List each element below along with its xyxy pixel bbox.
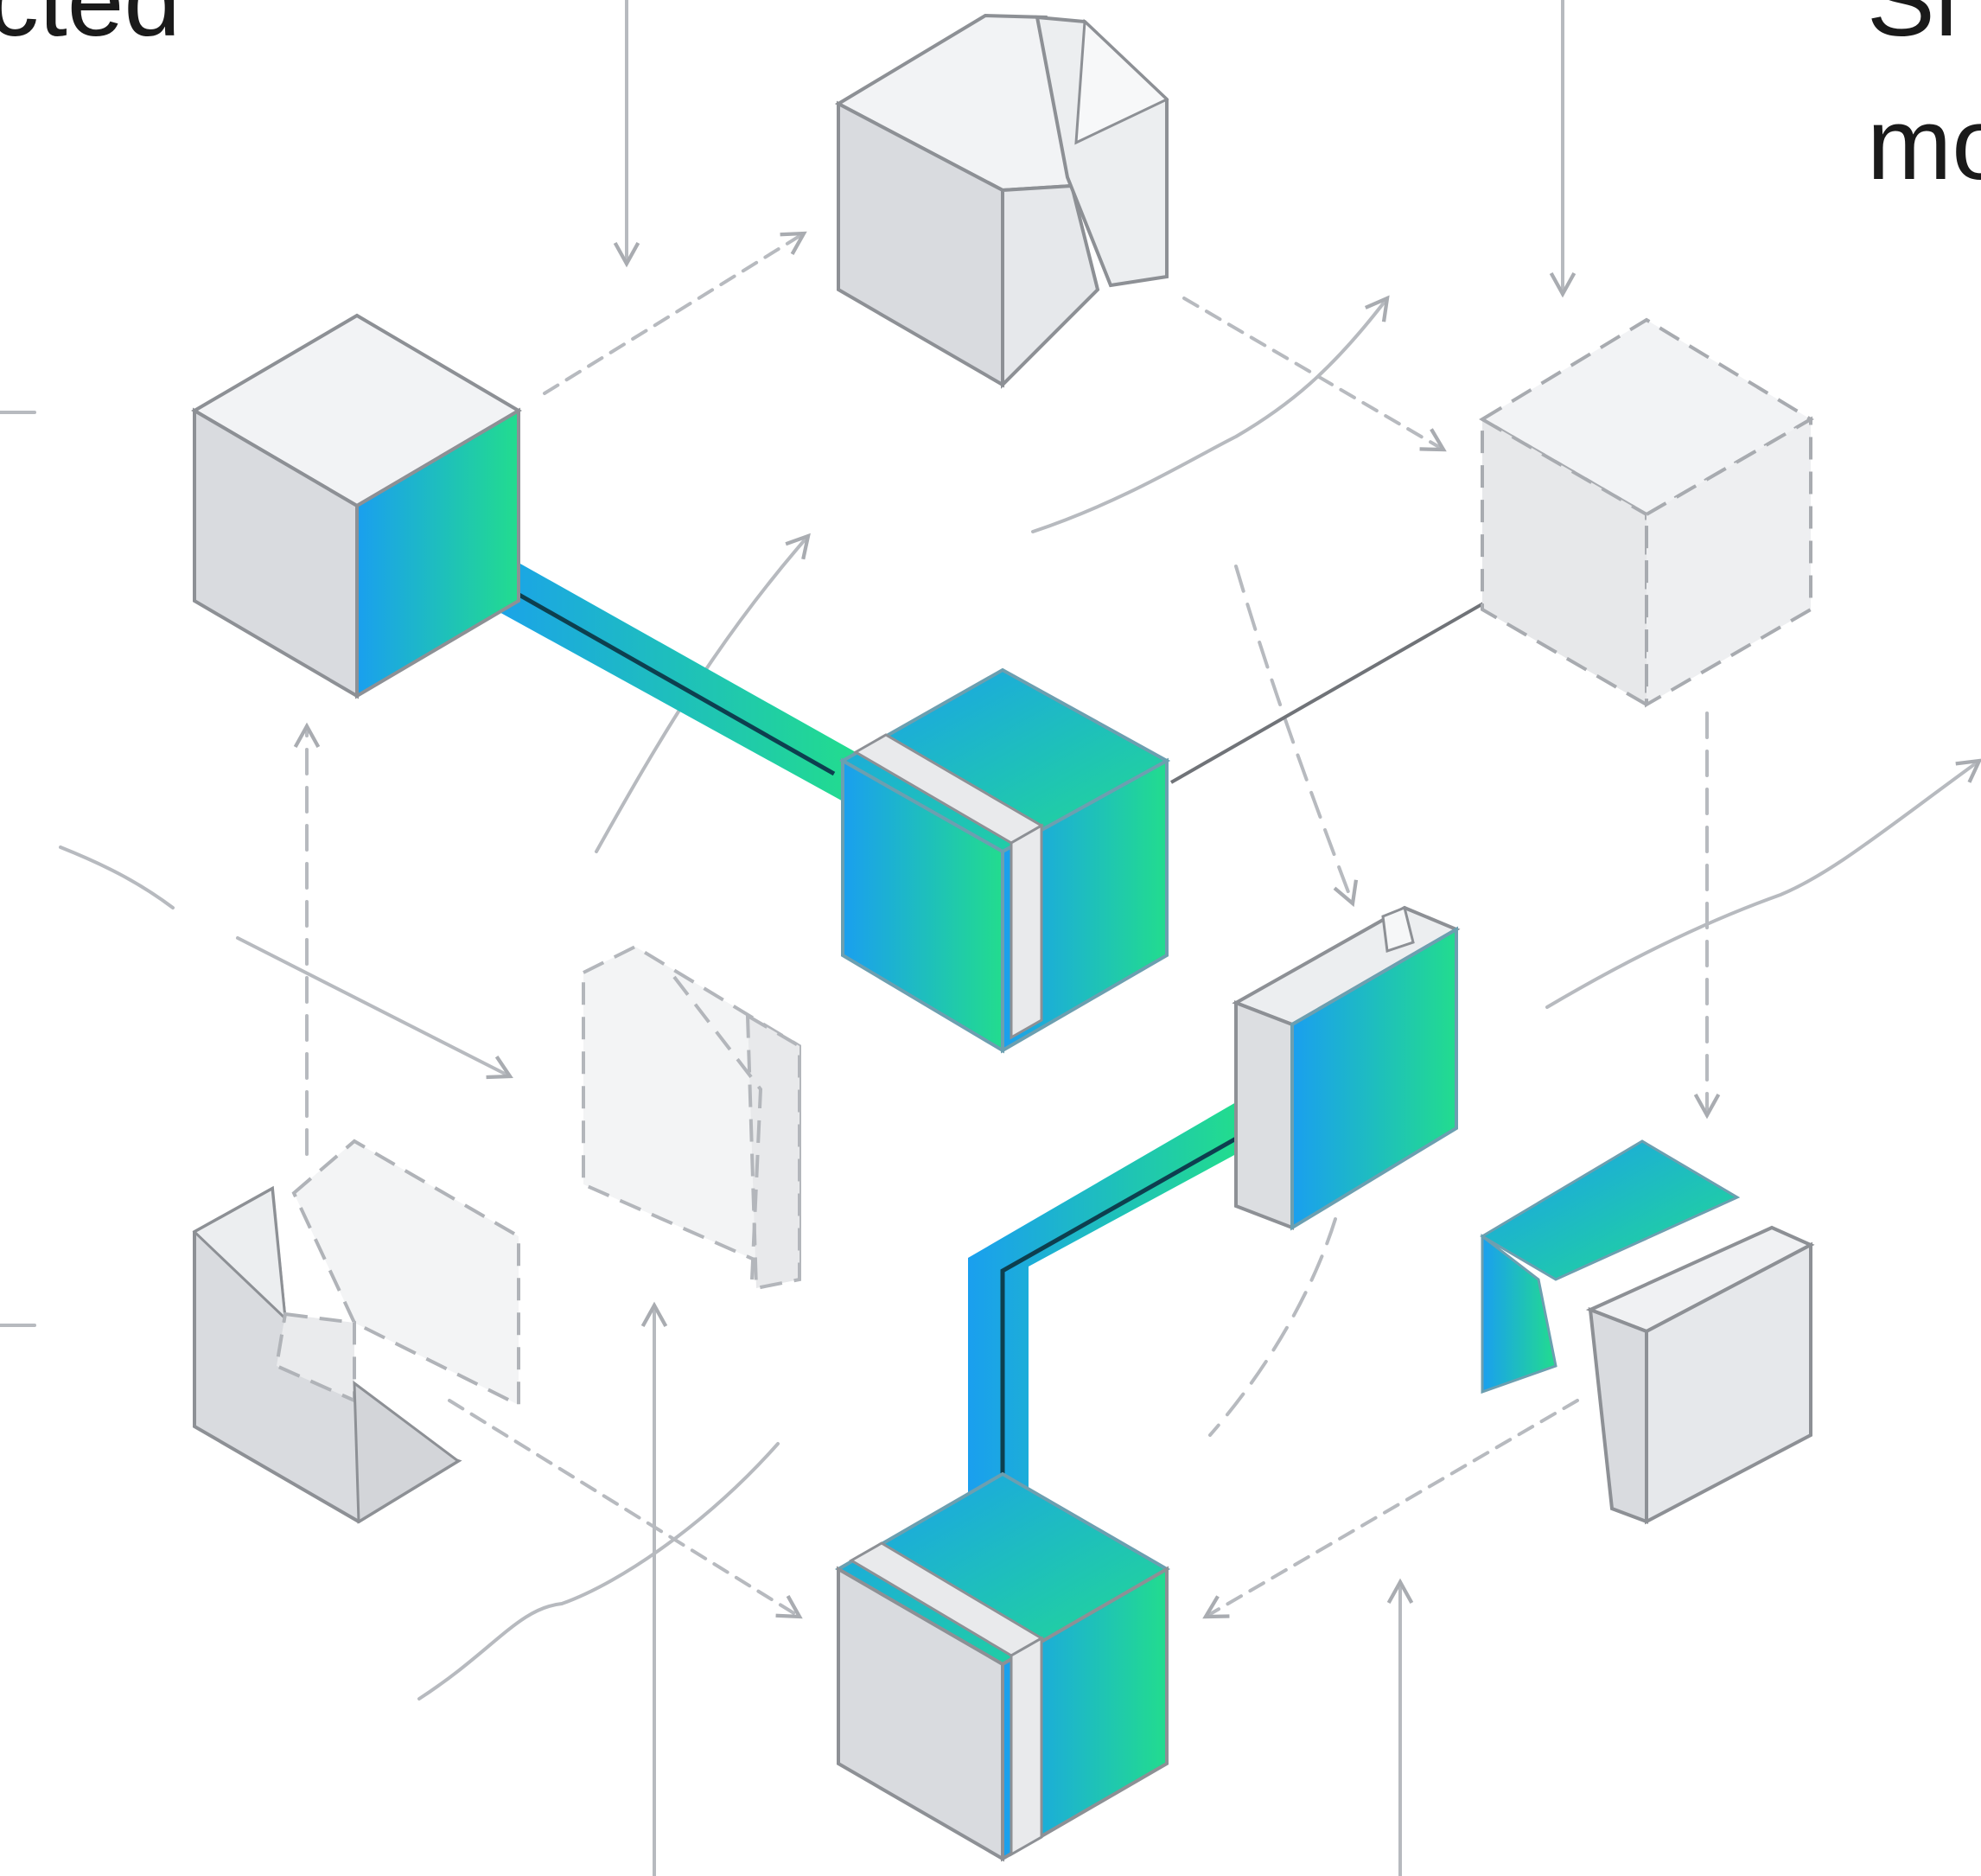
cropped-label-right-top: Sl (1867, 0, 1958, 58)
arrow-left-to-panel (236, 936, 513, 1080)
cube-e-broken (192, 1139, 520, 1524)
swoosh-bottom-left (417, 1442, 780, 1701)
cube-c-ghost (1479, 317, 1814, 708)
panel-accent (1232, 905, 1461, 1231)
arrow-a-to-b (543, 231, 807, 395)
arrow-right-to-f (1202, 1399, 1579, 1619)
arrow-b-to-c (1182, 297, 1447, 452)
panel-ghost (582, 944, 801, 1291)
cube-f (835, 1471, 1170, 1862)
arrow-curve-upper (1031, 295, 1390, 533)
cropped-label-right-second: mo (1867, 87, 1981, 201)
arrow-bottom-left-to-f (448, 1399, 803, 1619)
arrow-down-center-right (1234, 565, 1359, 908)
dashed-curve-center (1208, 1217, 1337, 1437)
cropped-label-left: cted (0, 0, 182, 58)
cube-d-accent (838, 667, 1171, 1054)
cube-g-broken (1480, 1139, 1815, 1525)
cube-a (191, 313, 522, 699)
arrow-right-swoosh (1545, 758, 1981, 1009)
swoosh-left (59, 845, 175, 909)
cube-b-broken (834, 13, 1169, 389)
